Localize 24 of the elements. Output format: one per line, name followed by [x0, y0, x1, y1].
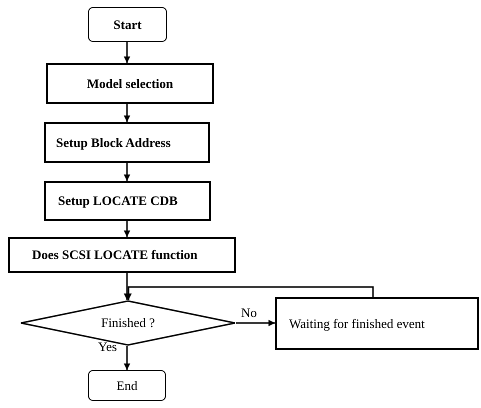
- arrow: [125, 286, 374, 300]
- arrow: [124, 163, 130, 181]
- node-label: End: [116, 378, 138, 394]
- terminal-box: [88, 7, 167, 42]
- process-box: [8, 237, 236, 273]
- process-box: [44, 181, 211, 221]
- node-label: Setup LOCATE CDB: [58, 193, 178, 209]
- arrow: [124, 273, 130, 300]
- process-box: [275, 297, 479, 350]
- process-box: [46, 63, 214, 104]
- node-label: Waiting for finished event: [289, 316, 425, 332]
- arrow: [124, 346, 130, 370]
- edge-label: No: [240, 306, 258, 320]
- arrow: [124, 104, 130, 122]
- arrow: [124, 221, 130, 237]
- arrow: [236, 320, 275, 326]
- node-label: Model selection: [86, 76, 174, 92]
- node-label: Does SCSI LOCATE function: [32, 247, 198, 263]
- node-label: Setup Block Address: [56, 134, 171, 150]
- terminal-box: [88, 370, 166, 401]
- arrow: [124, 42, 130, 63]
- node-label: Finished ?: [101, 315, 155, 331]
- node-label: Start: [113, 16, 142, 32]
- process-box: [44, 122, 210, 163]
